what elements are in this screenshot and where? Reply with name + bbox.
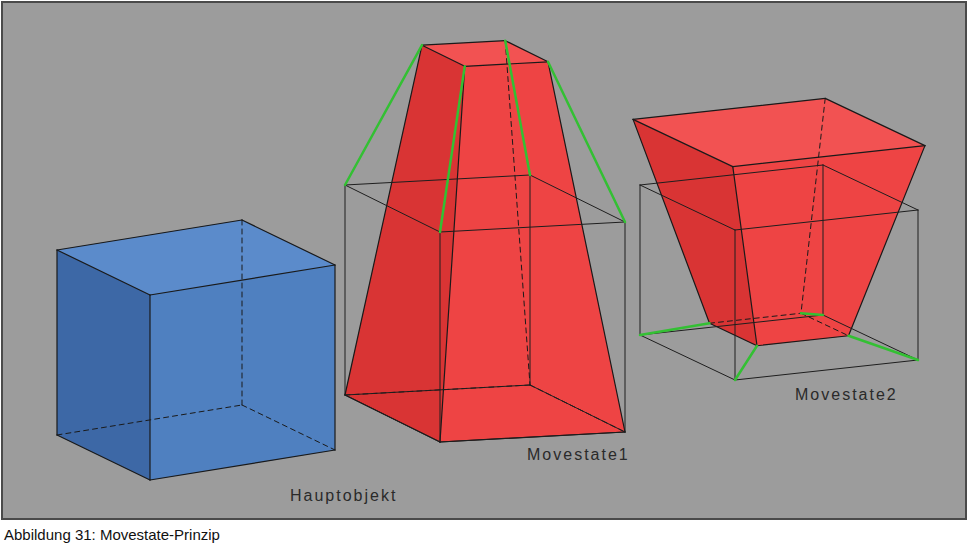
movestate1-solid-hidden-edge: [345, 385, 530, 395]
movestate2-solid-hidden-edge: [710, 313, 802, 323]
main-cube-face: [150, 265, 335, 480]
main-cube-face: [57, 220, 335, 295]
movestate2-solid-face: [733, 146, 925, 346]
reference-cube: [625, 222, 626, 432]
movestate2-solid-edge: [849, 146, 925, 336]
movestate2-solid-edge: [633, 98, 825, 119]
reference-cube: [640, 185, 735, 230]
movestate1-solid-edge: [505, 41, 548, 62]
movestate1-solid-edge: [422, 41, 505, 46]
solids: [57, 41, 925, 480]
move-vector: [849, 336, 919, 360]
reference-cube: [530, 385, 625, 432]
reference-cube: [640, 335, 735, 380]
reference-cube: [345, 175, 530, 185]
movestate1-solid-face: [440, 62, 625, 442]
movestate2-solid-edge: [757, 336, 849, 346]
movestate1-solid-edge: [345, 395, 440, 442]
reference-cube: [345, 385, 530, 395]
reference-cube: [823, 165, 824, 315]
movestate2-solid-edge: [825, 98, 925, 145]
move-vector: [440, 66, 465, 232]
movestate2-solid-face: [633, 98, 925, 166]
move-vector: [505, 41, 530, 175]
reference-cube: [640, 315, 823, 335]
move-vector: [345, 45, 422, 185]
figure-ground: [2, 2, 966, 519]
reference-cube: [530, 175, 531, 385]
reference-cube: [735, 230, 736, 380]
movestate1-solid-hidden-edge: [530, 385, 625, 432]
move-vector: [735, 346, 757, 380]
main-cube-hidden-edge: [242, 405, 335, 450]
move-vector: [548, 62, 625, 222]
reference-cube: [345, 185, 346, 395]
movestate1-solid-hidden-edge: [505, 41, 530, 385]
object-label: Hauptobjekt: [290, 487, 397, 505]
main-cube-edge: [150, 450, 335, 480]
reference-cube: [440, 222, 625, 232]
movestate1-solid-edge: [345, 45, 422, 395]
movestate2-solid-edge: [633, 119, 709, 323]
object-label: Movestate2: [795, 386, 898, 404]
main-cube-edge: [149, 295, 150, 480]
movestate1-solid-face: [422, 41, 548, 67]
movestate2-solid-edge: [733, 146, 925, 167]
reference-cube: [640, 165, 823, 185]
reference-cube: [440, 232, 441, 442]
main-cube-edge: [57, 435, 150, 480]
object-label: Movestate1: [527, 446, 630, 464]
reference-cube: [823, 165, 918, 210]
reference-cube: [918, 210, 919, 360]
movestate2-solid-edge: [733, 167, 757, 346]
movestate1-solid-edge: [440, 66, 465, 442]
move-vector: [801, 313, 823, 315]
main-cube-edge: [56, 250, 57, 435]
figure-caption: Abbildung 31: Movestate-Prinzip: [4, 526, 220, 543]
movestate1-solid-edge: [548, 62, 625, 432]
reference-cube: [345, 185, 440, 232]
reference-cube: [735, 360, 918, 380]
reference-cube: [735, 210, 918, 230]
reference-cube: [345, 395, 440, 442]
movestate1-solid-edge: [440, 432, 625, 442]
reference-cube: [640, 185, 641, 335]
main-cube-edge: [242, 220, 335, 265]
movestate2-solid-hidden-edge: [801, 98, 825, 313]
reference-cube: [440, 432, 625, 442]
movestate1-solid-edge: [422, 45, 465, 66]
reference-cube: [530, 175, 625, 222]
main-cube-hidden-edge: [57, 405, 242, 435]
main-cube-edge: [334, 265, 335, 450]
move-vector: [640, 323, 710, 335]
main-cube-hidden-edge: [242, 220, 243, 405]
reference-cube: [823, 315, 918, 360]
main-cube-edge: [57, 250, 150, 295]
main-cube-edge: [57, 220, 242, 250]
